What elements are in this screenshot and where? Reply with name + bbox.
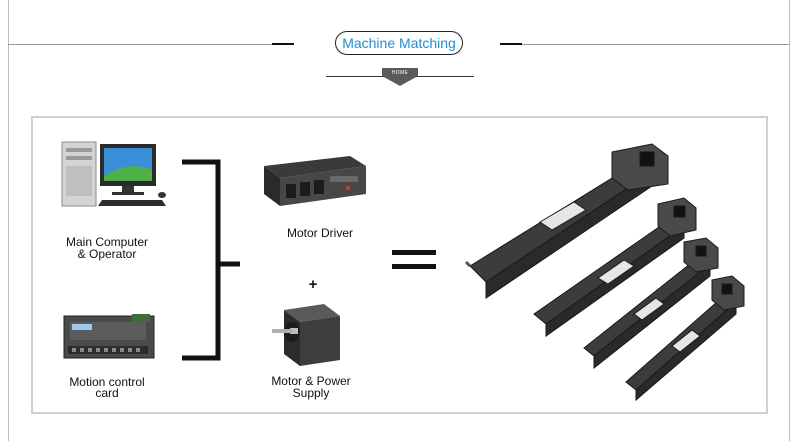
home-badge[interactable]: HOME xyxy=(380,66,420,88)
home-badge-label: HOME xyxy=(391,70,409,76)
equals-sign xyxy=(392,248,436,272)
section-title: Machine Matching xyxy=(335,31,463,55)
motor-driver-image xyxy=(258,152,370,210)
plus-sign: + xyxy=(308,276,318,293)
header-rule-left xyxy=(8,44,290,45)
computer-label-line1: Main Computer xyxy=(65,235,149,249)
header-rule-right xyxy=(508,44,789,45)
motor-label-line1: Motor & Power xyxy=(271,374,351,388)
linear-module-image xyxy=(462,138,762,402)
stepper-motor-image xyxy=(270,296,350,372)
left-frame-line xyxy=(8,0,9,441)
card-label-line1: Motion control xyxy=(69,375,145,389)
home-badge-shape xyxy=(382,68,418,86)
motion-control-card-image xyxy=(62,312,158,362)
header-dash-right xyxy=(500,43,522,45)
card-label-line2: card xyxy=(95,386,119,400)
driver-label: Motor Driver xyxy=(286,226,353,240)
desktop-computer-image xyxy=(58,140,170,210)
right-frame-line xyxy=(789,0,790,441)
motor-label-line2: Supply xyxy=(292,386,330,400)
grouping-bracket xyxy=(180,158,242,362)
computer-label-line2: & Operator xyxy=(77,247,137,261)
header-dash-left xyxy=(272,43,294,45)
